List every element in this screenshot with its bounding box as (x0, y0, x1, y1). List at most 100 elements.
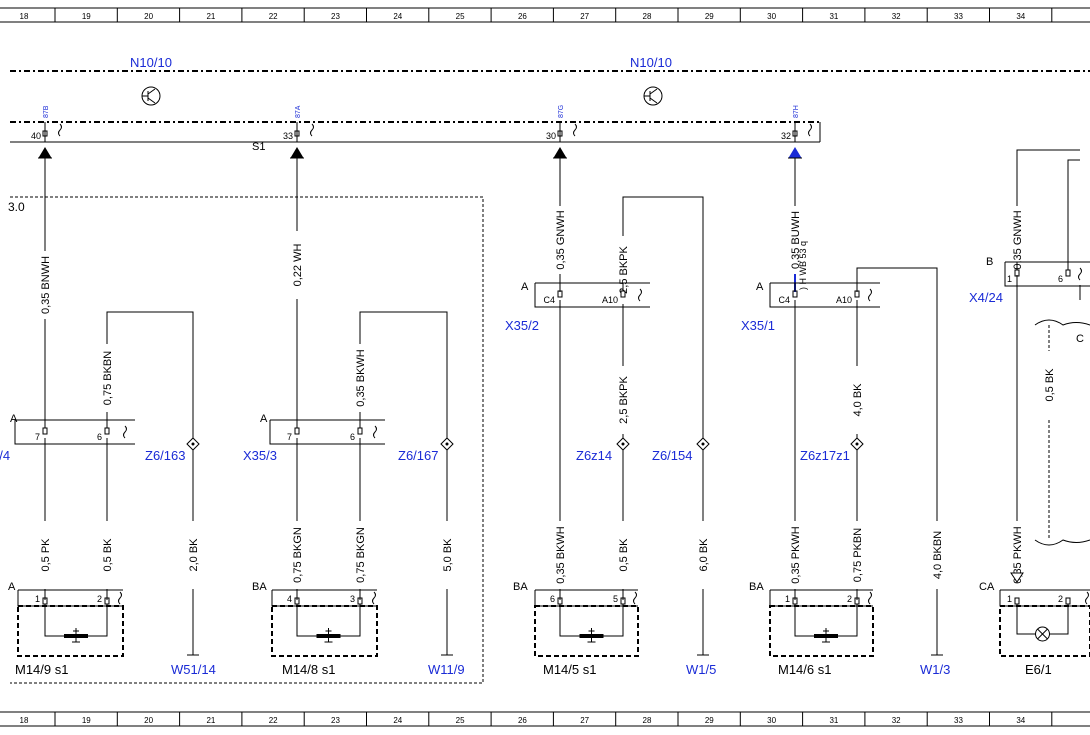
connector[interactable]: 7 6 A 5/4 (0, 413, 135, 463)
motor-switch-icon (296, 604, 361, 643)
grid-column-label: 26 (518, 716, 527, 725)
bus-pin[interactable]: 33 87A (283, 105, 314, 159)
grid-column-label: 21 (206, 12, 215, 21)
wire-label: 0,35 GNWH (1012, 210, 1024, 269)
wire-label: 0,75 BKGN (355, 527, 367, 583)
splice-diamond-icon[interactable]: Z6z17z1 (800, 437, 864, 463)
bus-pin-number: 32 (781, 131, 791, 141)
connector-name[interactable]: X35/2 (505, 318, 539, 333)
component-name[interactable]: M14/5 s1 (543, 662, 596, 677)
connector-letter: A (260, 413, 268, 425)
connector-pin: 6 (97, 432, 102, 442)
ground-label[interactable]: W11/9 (428, 662, 465, 677)
component-pin: 1 (35, 594, 40, 604)
connector-name[interactable]: X4/24 (969, 290, 1003, 305)
transistor-icon (141, 86, 161, 106)
wire-label: 0,35 PKWH (790, 526, 802, 584)
grid-column-label: 32 (892, 12, 901, 21)
area-box (10, 196, 484, 684)
grid-column-label: 29 (705, 12, 714, 21)
component-pin: 2 (1058, 594, 1063, 604)
wire-label: 0,75 BKBN (102, 351, 114, 405)
grid-column-label: 22 (269, 12, 278, 21)
splice-diamond-icon[interactable]: Z6/163 (145, 437, 200, 463)
splice-label[interactable]: Z6z17z1 (800, 448, 850, 463)
component-pin: 6 (550, 594, 555, 604)
connector-letter: A (10, 413, 18, 425)
component-pin: 4 (287, 594, 292, 604)
component-name[interactable]: M14/6 s1 (778, 662, 831, 677)
connector-name[interactable]: 5/4 (0, 448, 10, 463)
connector-pin: 6 (350, 432, 355, 442)
connector-letter: A (521, 281, 529, 293)
module-label-1[interactable]: N10/10 (130, 55, 172, 70)
connector-name[interactable]: X35/1 (741, 318, 775, 333)
wire-label: 0,75 PKBN (852, 528, 864, 582)
splice-label[interactable]: Z6/154 (652, 448, 692, 463)
grid-column-label: 34 (1016, 12, 1025, 21)
grid-column-label: 31 (829, 12, 838, 21)
area-label: 3.0 (8, 200, 25, 214)
ground-label[interactable]: W51/14 (171, 662, 216, 677)
wire-label: 6,0 BK (698, 538, 710, 572)
grid-column-label: 19 (82, 12, 91, 21)
grid-column-label: 25 (456, 12, 465, 21)
wire-label: 0,35 GNWH (555, 210, 567, 269)
wire-label: 2,0 BK (188, 538, 200, 572)
component-letter: BA (252, 581, 267, 593)
bus-socket-label: 87B (43, 105, 50, 118)
ground-label[interactable]: W1/5 (686, 662, 716, 677)
grid-column-label: 24 (393, 716, 402, 725)
grid-column-label: 20 (144, 12, 153, 21)
splice-label[interactable]: Z6z14 (576, 448, 612, 463)
component-name[interactable]: E6/1 (1025, 662, 1052, 677)
connector-name[interactable]: X35/3 (243, 448, 277, 463)
wire-label: 0,35 BNWH (40, 256, 52, 314)
splice-label[interactable]: Z6/163 (145, 448, 185, 463)
grid-column-label: 18 (20, 716, 29, 725)
grid-column-label: 27 (580, 716, 589, 725)
splice-label[interactable]: Z6/167 (398, 448, 438, 463)
grid-column-label: 33 (954, 12, 963, 21)
wire-label: 0,75 BKGN (292, 527, 304, 583)
grid-column-label: 33 (954, 716, 963, 725)
component-letter: BA (749, 581, 764, 593)
splice-diamond-icon[interactable]: Z6/154 (652, 437, 710, 463)
component-pin: 1 (785, 594, 790, 604)
grid-column-label: 29 (705, 716, 714, 725)
component-name[interactable]: M14/9 s1 (15, 662, 68, 677)
component-name[interactable]: M14/8 s1 (282, 662, 335, 677)
wire-label: 0,35 PKWH (1012, 526, 1024, 584)
grid-column-label: 25 (456, 716, 465, 725)
module-label-2[interactable]: N10/10 (630, 55, 672, 70)
grid-column-label: 30 (767, 12, 776, 21)
wire-label: 0,22 WH (292, 244, 304, 287)
bus-pin-number: 33 (283, 131, 293, 141)
splice-diamond-icon[interactable]: Z6/167 (398, 437, 454, 463)
splice-diamond-icon[interactable]: Z6z14 (576, 437, 630, 463)
component-letter: A (8, 581, 16, 593)
lamp-icon (1016, 604, 1069, 642)
grid-column-label: 18 (20, 12, 29, 21)
bus-socket-label: 87A (295, 105, 302, 118)
ground-label[interactable]: W1/3 (920, 662, 950, 677)
motor-switch-icon (794, 604, 858, 643)
component-pin: 5 (613, 594, 618, 604)
connector-pin: A10 (836, 295, 852, 305)
connector-pin: 7 (35, 432, 40, 442)
connector[interactable]: 7 6 A X35/3 (243, 413, 385, 463)
connector-pin: 7 (287, 432, 292, 442)
